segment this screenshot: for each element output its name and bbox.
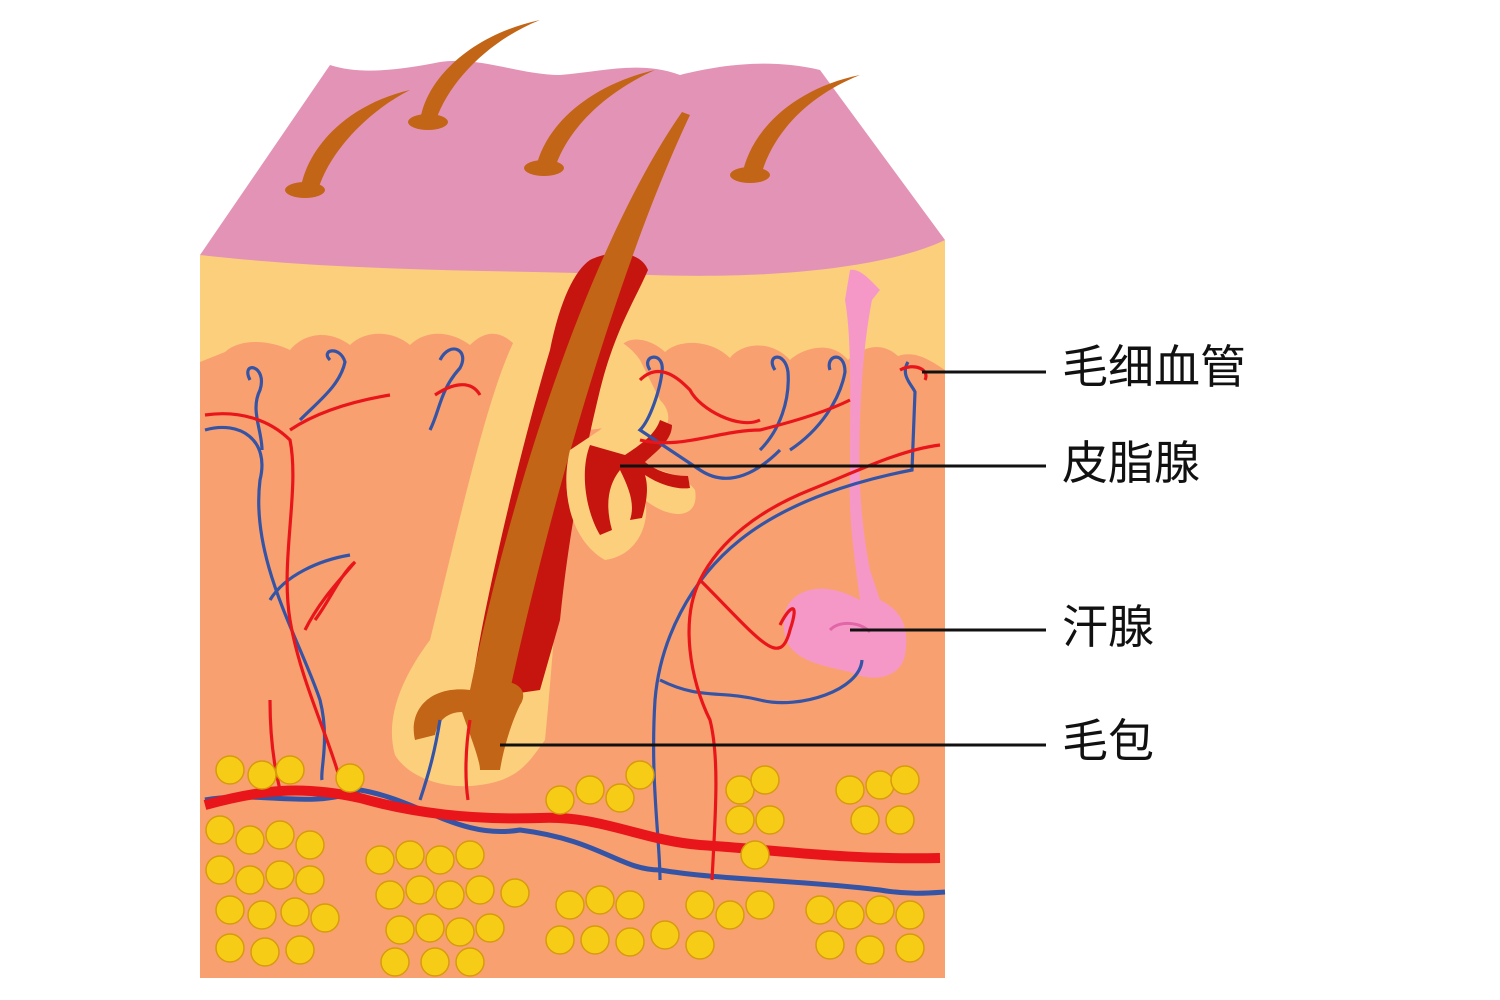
arteries (203, 365, 941, 881)
leader-lines (500, 370, 1046, 747)
surface-hairs (285, 20, 860, 198)
sebaceous-gland (566, 399, 696, 560)
label-sebaceous-gland: 皮脂腺 (1062, 436, 1200, 490)
label-capillary: 毛细血管 (1062, 340, 1246, 394)
label-sweat-gland: 汗腺 (1062, 600, 1154, 654)
label-hair-follicle: 毛包 (1062, 714, 1154, 768)
fat-cells (205, 755, 925, 977)
epidermis-layer (200, 60, 945, 276)
hair-shaft (470, 112, 690, 690)
